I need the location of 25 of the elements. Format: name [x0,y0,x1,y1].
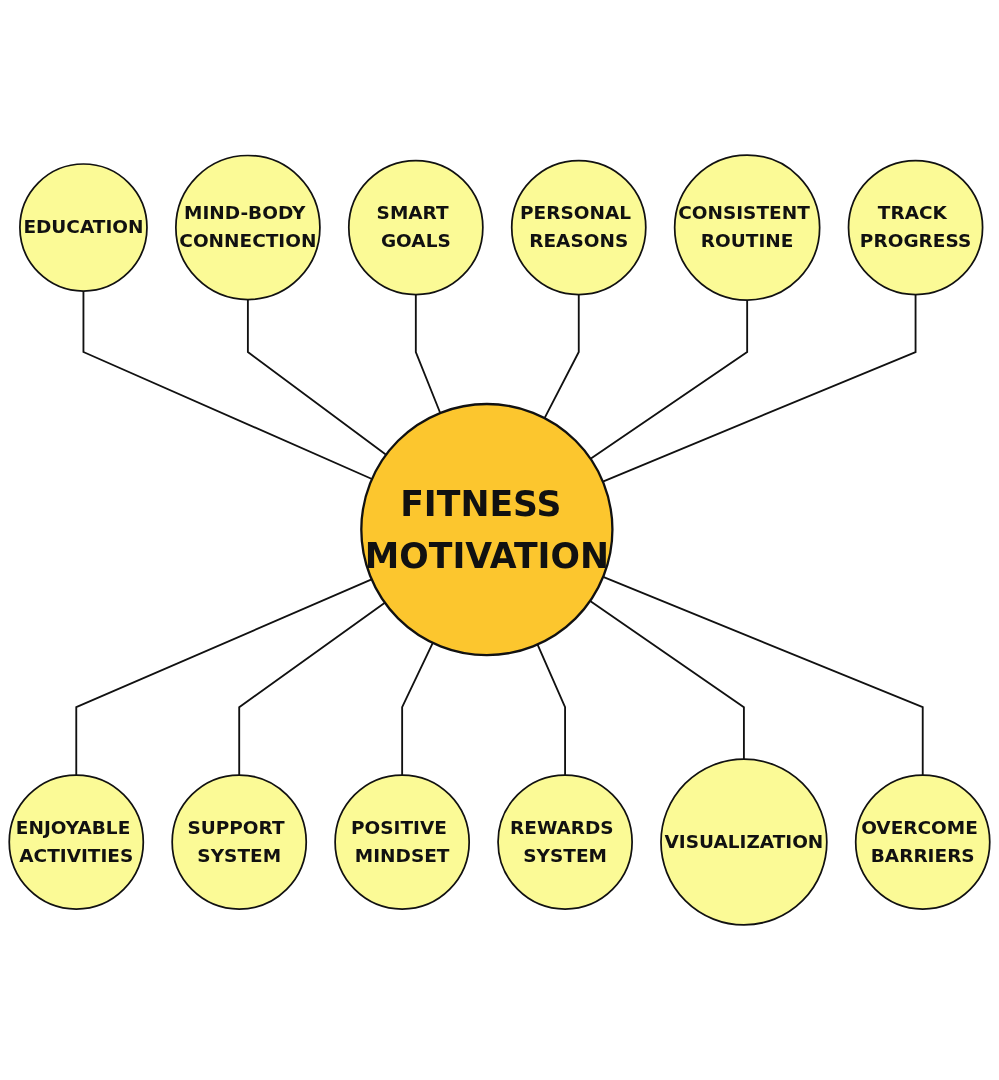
node-circle: OVERCOME BARRIERS [854,774,991,910]
connector [602,576,924,776]
node-circle: FITNESS MOTIVATION [360,402,614,657]
node-circle: POSITIVE MINDSET [334,774,471,910]
node-circle: EDUCATION [19,163,148,292]
node-circle: SUPPORT SYSTEM [171,774,308,910]
connector [543,293,580,419]
node-circle: VISUALIZATION [660,758,828,926]
connector [589,600,745,761]
connector [536,643,566,776]
connector [246,298,387,456]
node-circle: CONSISTENT ROUTINE [673,154,821,301]
node-circle: TRACK PROGRESS [847,159,984,296]
connector [414,293,442,414]
node-circle: REWARDS SYSTEM [497,774,633,910]
connector [75,578,373,776]
node-circle: PERSONAL REASONS [510,159,647,296]
node-circle: MIND-BODY CONNECTION [175,154,321,301]
connector [238,601,386,776]
connector [401,641,434,776]
node-circle: ENJOYABLE ACTIVITIES [8,774,145,910]
connector [601,293,917,483]
connector [589,299,749,460]
node-circle: SMART GOALS [347,159,484,296]
connector [82,290,373,480]
